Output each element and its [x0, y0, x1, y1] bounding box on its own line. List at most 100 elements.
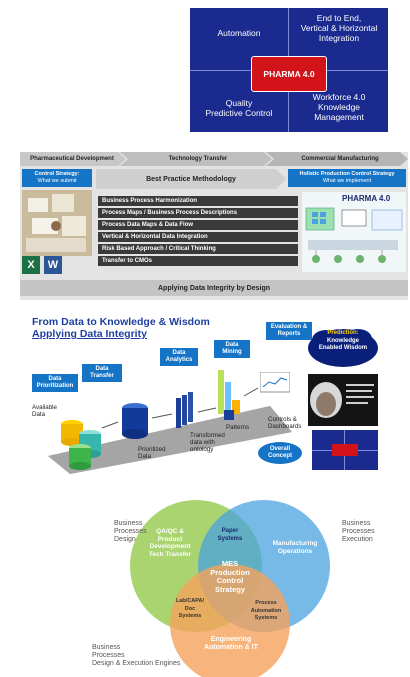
methodology-row-3: Process Data Maps & Data Flow — [98, 220, 298, 230]
portrait-photo — [308, 374, 378, 426]
pharma-system-label: PHARMA 4.0 — [342, 194, 391, 203]
transformed-data-panels — [176, 392, 193, 428]
knowledge-title-line1: From Data to Knowledge & Wisdom — [32, 316, 210, 328]
pharma-system-diagram: PHARMA 4.0 — [302, 192, 406, 272]
tag-analytics-line2: Analytics — [165, 357, 193, 363]
quadrant-automation: Automation — [194, 28, 284, 38]
knowledge-title-line2: Applying Data Integrity — [32, 328, 147, 340]
label-prioritized-data: Prioritized Data — [138, 446, 166, 460]
tag-evaluation-line2: Reports — [277, 331, 301, 337]
venn-label-design: Business Processes Design — [114, 520, 147, 544]
prediction-cloud — [308, 329, 378, 367]
venn-text-engineering: Engineering Automation & IT — [196, 636, 266, 651]
mini-pharma-quadrant — [312, 430, 378, 470]
phase-arrow-bar — [20, 152, 408, 166]
methodology-row-1: Business Process Harmonization — [98, 196, 298, 206]
tag-mining-line2: Mining — [222, 349, 242, 355]
venn-text-manufacturing: Manufacturing Operations — [262, 540, 328, 555]
label-available-data: Available Data — [32, 404, 57, 418]
venn-text-mes-line2: Production — [210, 567, 250, 577]
dashboard-icon — [260, 372, 290, 393]
flow-arrows — [101, 387, 259, 429]
venn-text-qa-line2: Product — [157, 535, 183, 543]
label-controls-dashboards: Controls & Dashboards — [268, 416, 301, 430]
venn-circle-engineering — [170, 564, 290, 677]
patterns-icon — [218, 370, 240, 420]
word-icon: W — [44, 256, 62, 274]
venn-label-execution: Business Processes Execution — [342, 520, 375, 544]
control-strategy-title: Control Strategy: — [34, 171, 80, 177]
label-prioritized-line2: Data — [138, 453, 152, 460]
phase-manufacturing: Commercial Manufacturing — [301, 156, 379, 162]
control-strategy-subtitle: What we submit — [37, 178, 77, 184]
knowledge-title: From Data to Knowledge & Wisdom Applying… — [32, 316, 210, 340]
quadrant-workforce-line2: Knowledge — [317, 102, 361, 112]
venn-text-mes-line1: MES — [221, 559, 239, 568]
venn-label-execution-line2: Processes — [342, 528, 375, 535]
label-available-line1: Available — [32, 404, 57, 411]
methodology-row-4: Vertical & Horizontal Data Integration — [98, 232, 298, 242]
quadrant-workforce: Workforce 4.0 Knowledge Management — [292, 92, 386, 122]
venn-text-lab: Lab/CAPA/ Doc Systems — [170, 598, 210, 621]
tag-evaluation-line1: Evaluation & — [270, 324, 308, 330]
holistic-strategy-box: Holistic Production Control Strategy Wha… — [288, 169, 406, 187]
quadrant-workforce-line1: Workforce 4.0 — [312, 92, 366, 102]
label-controls-line1: Controls & — [268, 416, 297, 423]
venn-label-execution-line3: Execution — [342, 536, 373, 543]
tag-evaluation-reports: Evaluation &Reports — [266, 322, 312, 340]
pharma-center-box: PHARMA 4.0 — [251, 56, 327, 92]
methodology-row-6: Transfer to CMOs — [98, 256, 298, 266]
prediction-line1: Prediction: — [327, 330, 359, 336]
best-practice-header: Best Practice Methodology — [146, 175, 236, 183]
quadrant-integration-line3: Integration — [318, 33, 360, 43]
venn-text-qa-line3: Development — [149, 543, 191, 550]
venn-label-engines-line1: Business — [92, 644, 121, 651]
tag-overall-line1: Overall — [269, 446, 291, 452]
venn-label-design-line1: Business — [114, 520, 143, 527]
label-transformed-line1: Transformed — [190, 432, 225, 439]
venn-text-paper-line1: Paper — [221, 528, 239, 534]
paper-stacks-icon — [22, 190, 92, 256]
venn-text-mes-line3: Control — [216, 576, 244, 585]
venn-text-process-line3: Systems — [254, 615, 278, 621]
prediction-text: Prediction: Knowledge Enabled Wisdom — [310, 330, 376, 353]
available-data-cylinders — [61, 420, 101, 470]
control-strategy-box: Control Strategy: What we submit — [22, 169, 92, 187]
quadrant-workforce-line3: Management — [314, 112, 364, 122]
venn-text-manufacturing-line1: Manufacturing — [272, 540, 318, 547]
phase-arrow-3 — [266, 152, 408, 166]
label-available-line2: Data — [32, 411, 46, 418]
venn-diagram — [130, 500, 330, 677]
venn-text-qa-line1: QA/QC & — [156, 528, 184, 535]
pharma-quadrant: Automation End to End, Vertical & Horizo… — [190, 8, 388, 132]
data-integrity-footer: Applying Data Integrity by Design — [20, 280, 408, 296]
venn-text-engineering-line1: Engineering — [210, 636, 252, 643]
methodology-row-2: Process Maps / Business Process Descript… — [98, 208, 298, 218]
excel-icon: X — [22, 256, 40, 274]
venn-label-engines: Business Processes Design & Execution En… — [92, 644, 180, 668]
venn-label-design-line2: Processes — [114, 528, 147, 535]
phase-transfer: Technology Transfer — [168, 156, 228, 162]
venn-label-design-line3: Design — [114, 536, 136, 543]
quadrant-quality: Quality Predictive Control — [194, 98, 284, 118]
label-controls-line2: Dashboards — [268, 423, 302, 430]
tag-prioritization-line1: Data — [48, 376, 62, 382]
venn-text-process-line1: Process — [255, 600, 277, 606]
paper-stacks-photo — [22, 190, 92, 256]
quadrant-quality-line1: Quality — [225, 98, 253, 108]
venn-text-engineering-line2: Automation & IT — [203, 643, 259, 651]
venn-text-manufacturing-line2: Operations — [277, 547, 313, 555]
tag-transfer-line2: Transfer — [90, 373, 114, 379]
venn-text-mes: MES Production Control Strategy — [204, 559, 256, 594]
tag-mining-line1: Data — [225, 342, 239, 348]
holistic-strategy-subtitle: What we implement — [322, 178, 372, 184]
venn-text-paper: Paper Systems — [212, 528, 248, 543]
data-floor — [48, 406, 292, 474]
phase-arrow-2 — [120, 152, 272, 166]
venn-text-lab-line3: Systems — [178, 613, 202, 619]
prediction-line3: Enabled Wisdom — [318, 345, 368, 351]
quadrant-integration-line1: End to End, — [316, 13, 362, 23]
venn-label-engines-line2: Processes — [92, 652, 125, 659]
